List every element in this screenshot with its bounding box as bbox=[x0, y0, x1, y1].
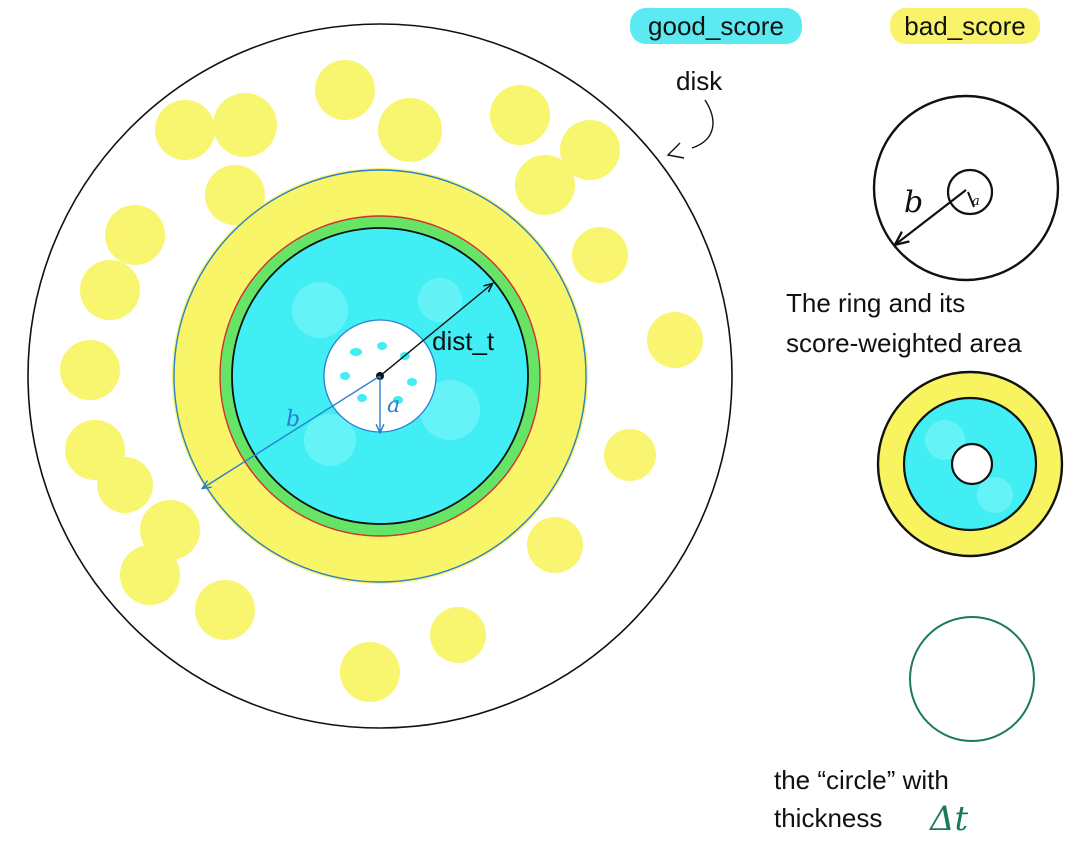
red-circle bbox=[219, 215, 541, 537]
bad-blob bbox=[647, 312, 703, 368]
circle-caption-line-2: thickness bbox=[774, 803, 882, 833]
bad-blob bbox=[572, 227, 628, 283]
good-score-label: good_score bbox=[648, 11, 784, 41]
disk-label: disk bbox=[676, 66, 723, 96]
outer-bad-score-blobs bbox=[60, 60, 703, 702]
a-label: a bbox=[387, 393, 400, 418]
bad-score-label: bad_score bbox=[904, 11, 1025, 41]
inner-dot bbox=[340, 372, 350, 380]
weighted-outer-circle bbox=[876, 370, 1064, 558]
side-caption-line-2: score-weighted area bbox=[786, 328, 1022, 358]
disk-pointer-arrowhead bbox=[666, 142, 685, 159]
thin-circle-panel: the “circle” with thickness Δt bbox=[774, 616, 1035, 839]
bad-blob bbox=[515, 155, 575, 215]
bad-blob bbox=[105, 205, 165, 265]
disk-outline bbox=[27, 23, 733, 729]
dist-t-arrow bbox=[379, 284, 492, 377]
good-blob bbox=[418, 278, 462, 322]
bad-blob bbox=[340, 642, 400, 702]
bad-blob bbox=[430, 607, 486, 663]
delta-t-label: Δt bbox=[928, 799, 969, 839]
bad-blob bbox=[80, 260, 140, 320]
bad-blob bbox=[315, 60, 375, 120]
inner-dot bbox=[407, 378, 417, 386]
side-a-label: a bbox=[972, 194, 980, 209]
bad-blob bbox=[378, 98, 442, 162]
good-blob bbox=[304, 414, 356, 466]
weighted-cyan-texture bbox=[977, 477, 1013, 513]
circle-caption-line-1: the “circle” with bbox=[774, 765, 949, 795]
bad-blob bbox=[560, 120, 620, 180]
good-blob bbox=[420, 380, 480, 440]
side-inner-circle-a bbox=[946, 168, 994, 216]
inner-dot bbox=[393, 396, 403, 404]
side-ring-diagram: b a bbox=[872, 94, 1060, 282]
weighted-middle-circle bbox=[902, 396, 1038, 532]
disk-pointer-curve bbox=[691, 99, 714, 149]
bad-blob bbox=[155, 100, 215, 160]
bad-blob bbox=[120, 545, 180, 605]
b-radius-arrow bbox=[203, 375, 381, 488]
bad-blob bbox=[490, 85, 550, 145]
legend: good_score bad_score bbox=[630, 8, 1040, 44]
good-score-texture bbox=[292, 278, 480, 466]
dist-t-label: dist_t bbox=[432, 326, 495, 356]
dist-t-circle bbox=[231, 227, 529, 525]
legend-good-score: good_score bbox=[630, 8, 802, 44]
side-ring-caption: The ring and its score-weighted area bbox=[786, 288, 1022, 358]
inner-dot bbox=[357, 394, 367, 402]
bad-blob bbox=[97, 457, 153, 513]
inner-dot bbox=[377, 342, 387, 350]
weighted-cyan-texture bbox=[925, 420, 965, 460]
score-weighted-ring bbox=[876, 370, 1064, 558]
side-outer-circle-b bbox=[872, 94, 1060, 282]
weighted-inner-hole bbox=[950, 442, 994, 486]
main-diagram: dist_t b a disk bbox=[27, 23, 733, 729]
side-caption-line-1: The ring and its bbox=[786, 288, 965, 318]
bad-blob bbox=[604, 429, 656, 481]
bad-blob bbox=[205, 165, 265, 225]
good-blob bbox=[292, 282, 348, 338]
good-score-highlight bbox=[630, 8, 802, 44]
b-label: b bbox=[286, 407, 300, 432]
side-b-arrow bbox=[896, 189, 967, 244]
side-b-label: b bbox=[904, 185, 923, 220]
side-a-arrow bbox=[967, 191, 975, 208]
legend-bad-score: bad_score bbox=[890, 8, 1040, 44]
bad-blob bbox=[60, 340, 120, 400]
bad-blob bbox=[527, 517, 583, 573]
bad-blob bbox=[195, 580, 255, 640]
inner-dot bbox=[350, 348, 362, 356]
bad-blob bbox=[140, 500, 200, 560]
bad-blob bbox=[213, 93, 277, 157]
bad-score-highlight bbox=[890, 8, 1040, 44]
outer-radius-circle-b bbox=[173, 169, 587, 583]
thin-circle bbox=[909, 616, 1035, 742]
